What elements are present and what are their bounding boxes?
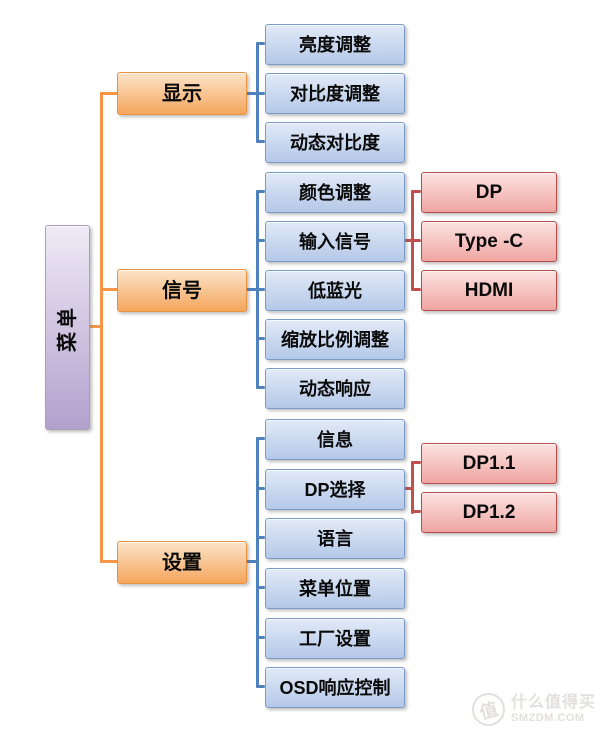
connector-stub-brightness [255, 42, 265, 45]
node-type-c: Type -C [421, 221, 557, 262]
node-menu-label: 菜单 [56, 303, 79, 352]
watermark-text: 什么值得买 SMZDM.COM [511, 694, 596, 725]
connector-stub-info [255, 437, 265, 440]
connector-stub-settings [101, 560, 117, 563]
smzdm-logo-char: 值 [477, 698, 501, 723]
node-dp1-1: DP1.1 [421, 443, 557, 484]
node-factory-settings: 工厂设置 [265, 618, 405, 659]
connector-stub-type-c [410, 239, 421, 242]
connector-input-signal-out [402, 239, 412, 242]
connector-stub-dp12 [410, 510, 421, 513]
node-dp: DP [421, 172, 557, 213]
connector-stub-factory-settings [255, 636, 265, 639]
connector-stub-display [101, 91, 117, 95]
connector-menu-out [88, 324, 101, 328]
node-low-blue-light: 低蓝光 [265, 270, 405, 311]
node-scaling-adjust: 缩放比例调整 [265, 319, 405, 360]
connector-signal-out [245, 288, 257, 291]
connector-stub-dynamic-response [255, 386, 265, 389]
connector-stub-color-adjust [255, 190, 265, 193]
connector-stub-osd-response [255, 685, 265, 688]
connector-stub-dp11 [410, 461, 421, 464]
node-hdmi: HDMI [421, 270, 557, 311]
connector-stub-language [255, 536, 265, 539]
smzdm-logo-icon: 值 [468, 689, 509, 730]
node-color-adjust: 颜色调整 [265, 172, 405, 213]
node-display: 显示 [117, 72, 247, 115]
connector-stub-signal [101, 288, 117, 291]
connector-dp-select-out [402, 487, 412, 490]
connector-menu-trunk [99, 91, 103, 563]
connector-stub-low-blue-light [255, 288, 265, 291]
watermark: 值 什么值得买 SMZDM.COM [468, 689, 596, 730]
connector-display-out [245, 91, 257, 95]
connector-stub-scaling [255, 337, 265, 340]
connector-stub-dp [410, 190, 421, 193]
node-dp1-2: DP1.2 [421, 492, 557, 533]
node-language: 语言 [265, 518, 405, 559]
connector-settings-trunk [255, 437, 259, 688]
node-dynamic-response: 动态响应 [265, 368, 405, 409]
connector-settings-out [245, 560, 257, 563]
node-dp-select: DP选择 [265, 469, 405, 510]
watermark-name: 什么值得买 [510, 693, 596, 711]
node-osd-response-control: OSD响应控制 [265, 667, 405, 708]
connector-stub-input-signal [255, 239, 265, 242]
connector-stub-contrast [255, 91, 265, 95]
connector-stub-menu-position [255, 586, 265, 589]
connector-stub-dynamic-contrast [255, 140, 265, 143]
connector-stub-hdmi [410, 288, 421, 291]
node-contrast-adjust: 对比度调整 [265, 73, 405, 114]
node-signal: 信号 [117, 269, 247, 312]
node-input-signal: 输入信号 [265, 221, 405, 262]
node-menu-position: 菜单位置 [265, 568, 405, 609]
node-info: 信息 [265, 419, 405, 460]
connector-dp-select-trunk [410, 461, 414, 514]
watermark-site: SMZDM.COM [510, 712, 585, 725]
node-menu: 菜单 [45, 225, 90, 430]
node-brightness-adjust: 亮度调整 [265, 24, 405, 65]
node-dynamic-contrast: 动态对比度 [265, 122, 405, 163]
node-settings: 设置 [117, 541, 247, 584]
connector-stub-dp-select [255, 487, 265, 490]
